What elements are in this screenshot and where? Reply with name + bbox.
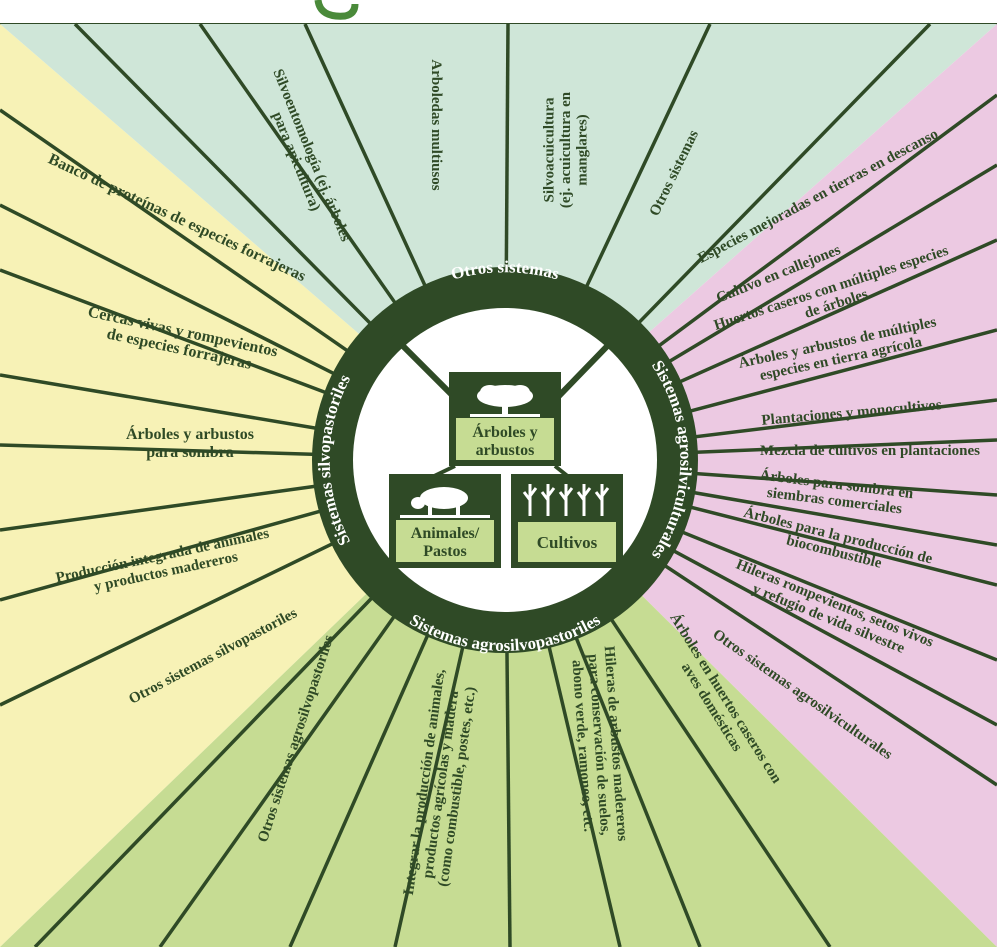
system-label-line: para sombra (146, 444, 234, 461)
trees-label-line2: arbustos (476, 442, 535, 459)
system-label: Mezcla de cultivos en plantaciones (760, 443, 980, 459)
system-label: Arboledas multiusos (428, 59, 444, 190)
animals-label-line1: Animales/ (411, 525, 480, 542)
sector-agrosilvicultural (505, 24, 997, 947)
title-fragment (314, 0, 359, 20)
system-label: Árboles para sombra ensiembras comercial… (757, 466, 915, 518)
trees-box: Árboles y arbustos (449, 372, 561, 466)
inner-divider-left (390, 333, 458, 401)
system-label-line: Árboles y arbustos (126, 424, 254, 443)
system-label-line: (ej. acuicultura en (558, 91, 574, 208)
tree-icon (470, 385, 540, 417)
system-label-line: Mezcla de cultivos en plantaciones (760, 443, 980, 459)
inner-divider-right (554, 333, 620, 401)
system-label: Silvoacuicultura(ej. acuicultura enmangl… (542, 91, 591, 208)
animals-box: Animales/ Pastos (389, 474, 501, 568)
animals-label-line2: Pastos (423, 543, 467, 560)
crops-label: Cultivos (537, 533, 598, 552)
system-label-line: Arboledas multiusos (428, 59, 444, 190)
sector-silvopastoral (0, 24, 505, 947)
trees-label-line1: Árboles y (472, 422, 537, 441)
system-label-line: Silvoacuicultura (542, 97, 558, 203)
system-label-line: manglares) (575, 114, 591, 185)
crops-box: Cultivos (511, 474, 623, 568)
cow-icon (400, 487, 490, 518)
crops-icon (522, 484, 610, 516)
sector-other-systems (0, 24, 997, 460)
